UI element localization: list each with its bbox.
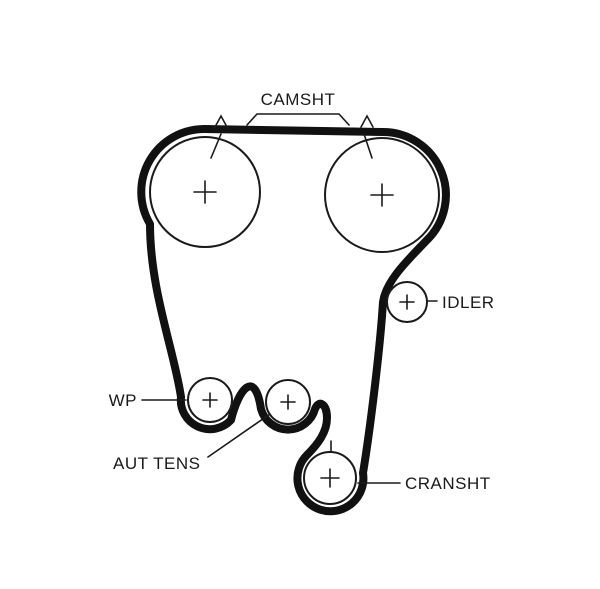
timing-belt — [137, 124, 450, 516]
auto-tensioner-leader-line — [207, 413, 271, 458]
auto-tensioner-label: AUT TENS — [113, 454, 200, 473]
camshaft-pulley-right — [324, 114, 440, 253]
auto-tensioner-label-group: AUT TENS — [113, 413, 271, 473]
camshaft-bracket-line — [246, 113, 350, 126]
water-pump-label: WP — [109, 391, 137, 410]
water-pump-pulley — [187, 377, 233, 423]
water-pump-center-cross — [202, 392, 218, 408]
auto-tensioner-center-cross — [280, 394, 296, 410]
camshaft-pulley-left — [149, 114, 261, 248]
camshaft-left-timing-mark — [210, 133, 222, 159]
idler-label-group: IDLER — [427, 293, 495, 312]
camshaft-right-alignment-caret-icon — [360, 114, 374, 128]
camshaft-right-timing-mark — [363, 133, 373, 159]
crankshaft-label: CRANSHT — [405, 474, 491, 493]
water-pump-label-group: WP — [109, 391, 187, 410]
camshaft-left-center-cross — [193, 180, 217, 204]
crankshaft-center-cross — [320, 468, 340, 488]
camshaft-label: CAMSHT — [261, 90, 336, 109]
camshaft-label-group: CAMSHT — [246, 90, 350, 126]
camshaft-right-center-cross — [370, 183, 394, 207]
auto-tensioner-pulley — [265, 379, 311, 425]
crankshaft-label-group: CRANSHT — [357, 474, 491, 493]
crankshaft-pulley — [303, 440, 357, 505]
idler-pulley — [386, 281, 428, 323]
idler-center-cross — [399, 294, 415, 310]
camshaft-left-alignment-caret-icon — [214, 114, 228, 128]
idler-label: IDLER — [442, 293, 495, 312]
